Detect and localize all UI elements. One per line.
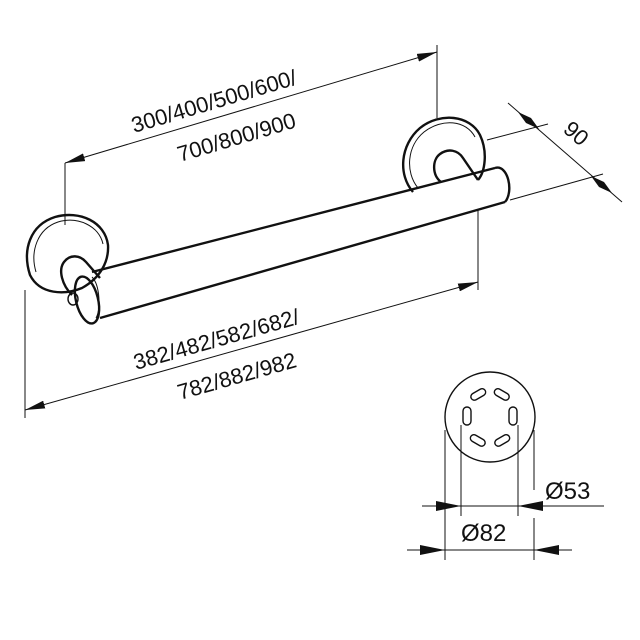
- mounting-slot: [493, 387, 510, 401]
- inner-diameter-label: Ø53: [545, 478, 590, 505]
- overall-length-dimension: 382/482/582/682/ 782/882/982: [24, 210, 479, 418]
- mounting-slot: [462, 406, 472, 426]
- outer-diameter-dimension: Ø82: [407, 430, 572, 560]
- mounting-slot: [470, 387, 487, 401]
- outer-diameter-label: Ø82: [461, 520, 506, 547]
- rosette-front-view: [444, 371, 536, 463]
- mounting-slot: [508, 406, 518, 426]
- projection-label: 90: [559, 116, 594, 151]
- mounting-slot: [469, 433, 486, 447]
- inner-diameter-dimension: Ø53: [422, 425, 604, 516]
- projection-dimension: 90: [486, 102, 623, 203]
- grab-bar-tube: [73, 166, 511, 325]
- mounting-slot: [494, 433, 511, 447]
